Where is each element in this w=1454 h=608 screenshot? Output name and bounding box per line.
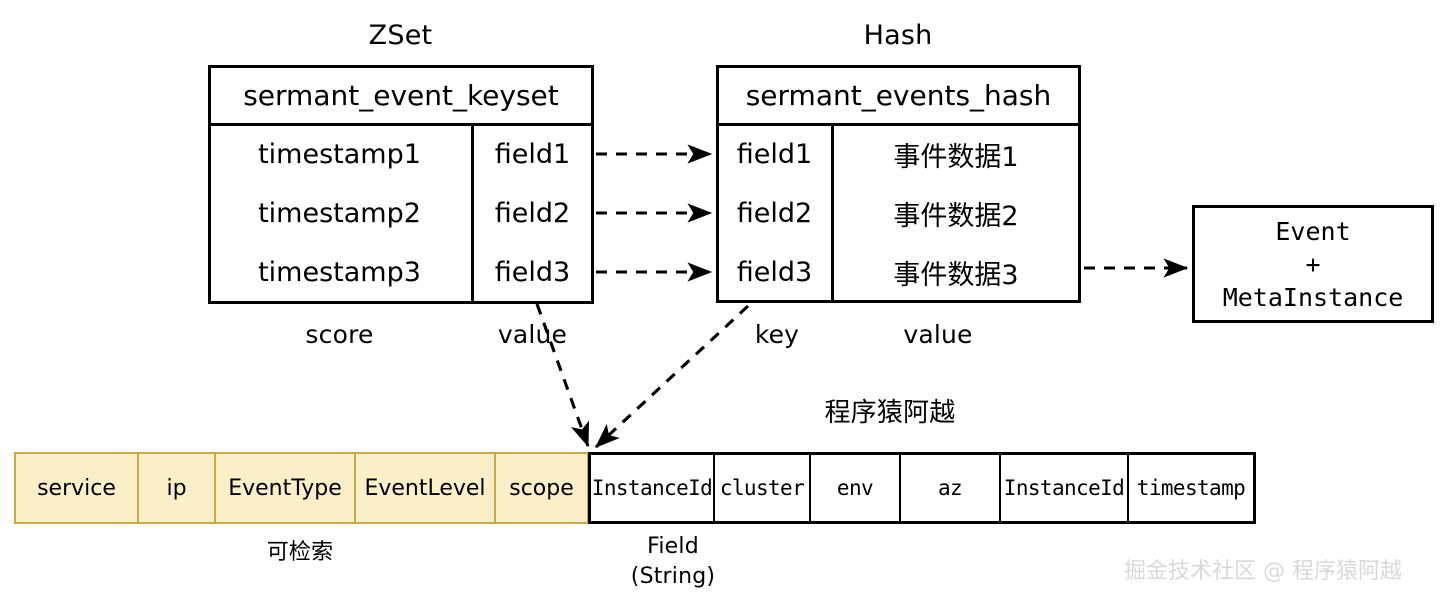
hash-title: Hash xyxy=(863,20,933,51)
zset-value-column-label: value xyxy=(497,320,568,349)
watermark: 掘金技术社区 @ 程序猿阿越 xyxy=(1124,559,1402,584)
zset-table: sermant_event_keyset xyxy=(208,65,594,304)
event-box-line-3: MetaInstance xyxy=(1222,282,1404,312)
field-cell-eventtype: EventType xyxy=(215,452,355,524)
hash-key-column-label: key xyxy=(754,320,800,349)
event-box-line-1: Event xyxy=(1275,216,1351,246)
hash-value-cell-2: 事件数据2 xyxy=(893,200,1019,232)
hash-column-divider xyxy=(831,126,834,303)
zset-value-cell-3: field3 xyxy=(494,256,571,288)
hash-key-name-header: sermant_events_hash xyxy=(719,68,1078,126)
center-caption: 程序猿阿越 xyxy=(824,398,956,428)
hash-value-column-label: value xyxy=(903,320,973,349)
field-strip-searchable-caption: 可检索 xyxy=(266,540,334,565)
field-cell-az: az xyxy=(900,452,1000,524)
hash-value-cell-1: 事件数据1 xyxy=(893,141,1019,173)
hash-value-cell-3: 事件数据3 xyxy=(893,259,1019,291)
zset-key-name-header: sermant_event_keyset xyxy=(211,68,591,126)
field-cell-instanceid-1: InstanceId xyxy=(588,452,714,524)
zset-column-divider xyxy=(471,126,474,304)
field-strip-field-caption-line1: Field xyxy=(647,534,699,559)
field-cell-cluster: cluster xyxy=(714,452,810,524)
hash-field-cell-3: field3 xyxy=(736,256,813,288)
field-strip: service ip EventType EventLevel scope In… xyxy=(14,452,1256,524)
zset-title: ZSet xyxy=(368,20,433,51)
hash-table: sermant_events_hash xyxy=(716,65,1081,303)
zset-score-column-label: score xyxy=(305,320,374,349)
zset-score-cell-2: timestamp2 xyxy=(258,197,421,229)
zset-value-cell-1: field1 xyxy=(494,138,571,170)
zset-score-cell-1: timestamp1 xyxy=(258,138,421,170)
event-metainstance-box: Event + MetaInstance xyxy=(1192,205,1434,323)
field-cell-timestamp: timestamp xyxy=(1128,452,1256,524)
field-strip-field-caption-line2: (String) xyxy=(630,564,716,589)
field-cell-service: service xyxy=(14,452,138,524)
field-cell-eventlevel: EventLevel xyxy=(355,452,495,524)
field-cell-scope: scope xyxy=(495,452,588,524)
field-cell-ip: ip xyxy=(138,452,215,524)
hash-field-cell-2: field2 xyxy=(736,197,813,229)
zset-value-cell-2: field2 xyxy=(494,197,571,229)
zset-score-cell-3: timestamp3 xyxy=(258,256,421,288)
field-cell-env: env xyxy=(810,452,900,524)
hash-field-cell-1: field1 xyxy=(736,138,813,170)
field-cell-instanceid-2: InstanceId xyxy=(1000,452,1128,524)
event-box-line-2: + xyxy=(1305,249,1321,279)
